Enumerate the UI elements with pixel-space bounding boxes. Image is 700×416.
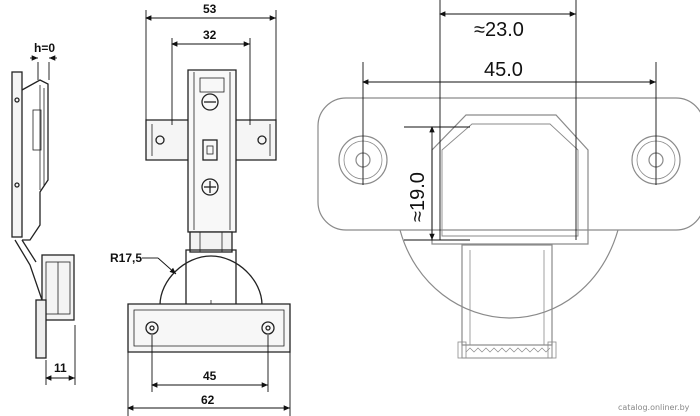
depth-label: 11 [54,361,67,375]
right-height-dimension [404,126,470,241]
right-width-dimension [362,62,657,185]
front-view [127,69,291,353]
radius-leader [142,257,177,275]
gap-dimension [30,55,57,80]
right-width-label: 45.0 [484,59,523,81]
top-inner-dimension [171,38,251,125]
bottom-inner-label: 45 [203,369,217,383]
watermark: catalog.onliner.by [618,403,690,412]
top-inner-label: 32 [203,28,217,42]
top-width-dimension [145,10,277,120]
top-width-label: 53 [203,2,217,16]
right-top-dimension [439,0,577,240]
right-height-label: ≈19.0 [407,172,429,222]
gap-label: h=0 [34,41,55,55]
bottom-inner-dimension [151,335,269,392]
bottom-width-dimension [127,352,291,416]
right-top-label: ≈23.0 [474,19,524,41]
side-view [11,71,75,359]
bottom-width-label: 62 [201,393,215,407]
radius-label: R17,5 [110,251,142,265]
depth-dimension [45,325,76,385]
cup-plate-view [317,97,700,359]
